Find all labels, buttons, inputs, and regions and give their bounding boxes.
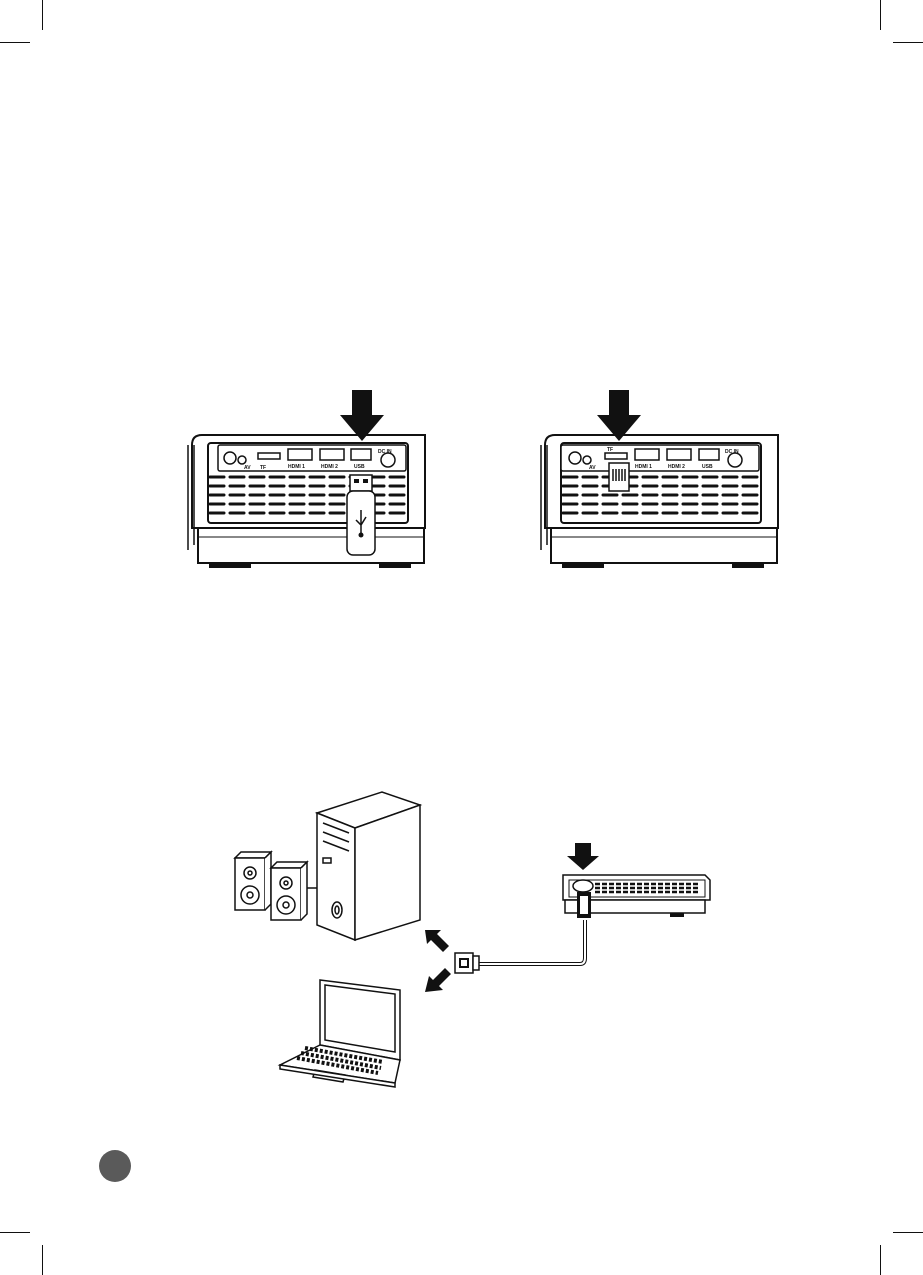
arrow-to-desktop-icon — [425, 930, 449, 952]
usb-stick-icon — [347, 475, 375, 555]
label-av: AV — [589, 465, 596, 471]
crop-mark-bottom-left-vertical — [42, 1245, 43, 1275]
desktop-computer-icon — [317, 792, 420, 940]
crop-mark-bottom-left-horizontal — [0, 1232, 30, 1233]
crop-mark-top-right-horizontal — [893, 42, 923, 43]
vga-cable-icon — [455, 920, 585, 973]
label-usb: USB — [702, 464, 713, 470]
label-av: AV — [244, 465, 251, 471]
label-usb: USB — [354, 464, 365, 470]
vga-connection-figure — [215, 780, 735, 1100]
vent-grille — [563, 477, 758, 513]
speakers-icon — [235, 852, 317, 920]
label-hdmi2: HDMI 2 — [668, 464, 685, 470]
crop-mark-bottom-right-horizontal — [893, 1232, 923, 1233]
laptop-icon — [280, 980, 400, 1087]
label-hdmi1: HDMI 1 — [635, 464, 652, 470]
crop-mark-top-right-vertical — [880, 0, 881, 30]
tf-card-icon — [609, 463, 629, 491]
label-dc-in: DC IN — [378, 449, 392, 455]
crop-mark-bottom-right-vertical — [880, 1245, 881, 1275]
page-number-marker — [99, 1150, 131, 1182]
down-arrow-icon — [597, 390, 641, 441]
crop-mark-top-left-horizontal — [0, 42, 30, 43]
label-hdmi2: HDMI 2 — [321, 464, 338, 470]
projector-vga-icon — [563, 843, 710, 918]
arrow-to-laptop-icon — [425, 968, 451, 992]
down-arrow-icon — [340, 390, 384, 441]
label-dc-in: DC IN — [725, 449, 739, 455]
crop-mark-top-left-vertical — [42, 0, 43, 30]
label-tf: TF — [607, 447, 613, 453]
label-tf: TF — [260, 465, 266, 471]
label-hdmi1: HDMI 1 — [288, 464, 305, 470]
projector-usb-figure: AV TF HDMI 1 HDMI 2 USB DC IN — [180, 385, 440, 570]
projector-tf-figure: AV TF HDMI 1 HDMI 2 USB DC IN — [533, 385, 793, 570]
